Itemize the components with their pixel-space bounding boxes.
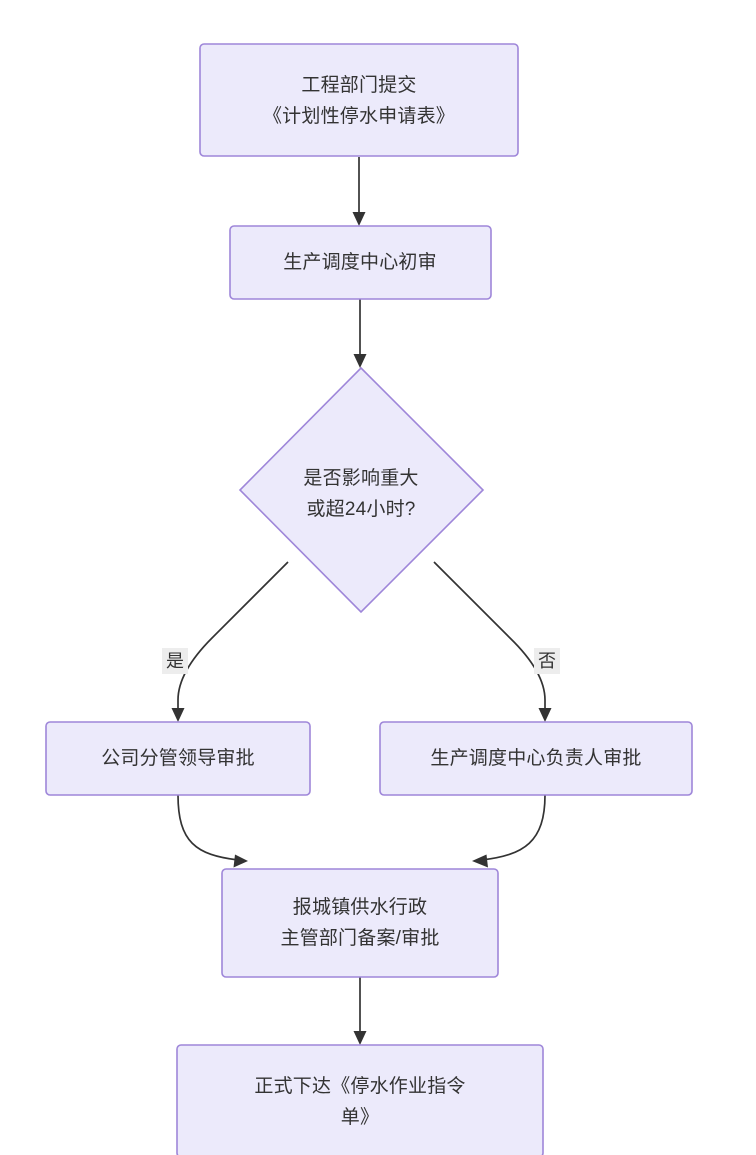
edge-arrowhead: [353, 1031, 367, 1045]
edge-leader-approval-to-govt-filing: [177, 794, 248, 868]
node-govt-filing-label-line2: 主管部门备案/审批: [280, 927, 439, 949]
node-submit-label-line2: 《计划性停水申请表》: [263, 105, 455, 127]
edge-dispatch-head-approval-to-govt-filing: [472, 794, 546, 868]
edge-line: [177, 561, 289, 712]
node-govt-filing[interactable]: 报城镇供水行政 主管部门备案/审批: [221, 868, 499, 978]
edge-label-no-bg: [534, 648, 560, 674]
edge-label-no: 否: [534, 648, 560, 674]
node-dispatch-head-approval[interactable]: 生产调度中心负责人审批: [379, 721, 693, 796]
node-issue-order-shape[interactable]: [176, 1044, 544, 1155]
node-submit[interactable]: 工程部门提交 《计划性停水申请表》: [199, 43, 519, 157]
node-first-review[interactable]: 生产调度中心初审: [229, 225, 492, 300]
edge-decision-to-dispatch-head-approval: [433, 561, 552, 722]
edge-label-no-text: 否: [538, 651, 556, 671]
node-decision-label-line1: 是否影响重大: [303, 467, 418, 489]
node-submit-shape[interactable]: [199, 43, 519, 157]
node-decision-shape[interactable]: [238, 366, 485, 614]
node-leader-approval-label: 公司分管领导审批: [101, 747, 255, 769]
node-submit-label-line1: 工程部门提交: [301, 74, 416, 96]
edge-label-yes-text: 是: [166, 651, 184, 671]
edge-line: [177, 794, 239, 861]
edge-label-yes-bg: [162, 648, 188, 674]
edge-line: [481, 794, 546, 861]
edge-arrowhead: [472, 854, 488, 868]
node-govt-filing-shape[interactable]: [221, 868, 499, 978]
node-leader-approval-shape[interactable]: [45, 721, 311, 796]
edge-line: [433, 561, 546, 712]
node-issue-order[interactable]: 正式下达《停水作业指令 单》: [176, 1044, 544, 1155]
node-dispatch-head-approval-label: 生产调度中心负责人审批: [430, 747, 641, 769]
node-issue-order-label-line2: 单》: [341, 1106, 379, 1128]
node-first-review-label: 生产调度中心初审: [283, 251, 437, 273]
edge-submit-to-first-review: [352, 157, 366, 226]
edge-decision-to-leader-approval: [171, 561, 289, 722]
edge-arrowhead: [171, 708, 185, 722]
edge-govt-filing-to-issue-order: [353, 977, 367, 1045]
edge-first-review-to-decision: [353, 299, 367, 368]
edge-arrowhead: [538, 708, 552, 722]
node-first-review-shape[interactable]: [229, 225, 492, 300]
node-decision-label-line2: 或超24小时?: [306, 498, 415, 520]
node-govt-filing-label-line1: 报城镇供水行政: [293, 896, 427, 918]
edge-arrowhead: [353, 354, 367, 368]
node-issue-order-label-line1: 正式下达《停水作业指令: [254, 1075, 465, 1097]
edge-arrowhead: [233, 854, 248, 868]
node-decision[interactable]: 是否影响重大 或超24小时?: [238, 366, 485, 614]
edge-label-yes: 是: [162, 648, 188, 674]
node-dispatch-head-approval-shape[interactable]: [379, 721, 693, 796]
edge-arrowhead: [352, 212, 366, 226]
node-leader-approval[interactable]: 公司分管领导审批: [45, 721, 311, 796]
